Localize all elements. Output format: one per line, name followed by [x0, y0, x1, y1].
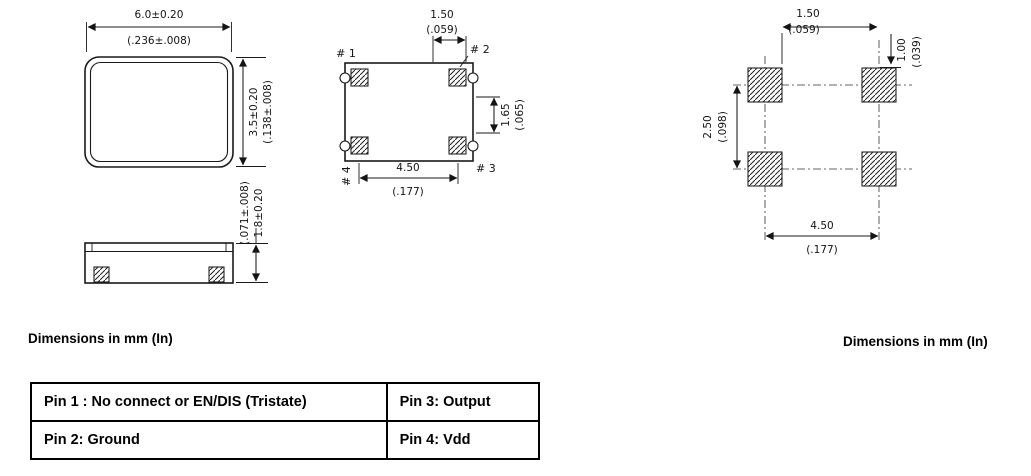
pin1-function-cell: Pin 1 : No connect or EN/DIS (Tristate) [30, 382, 388, 422]
package-top-view: 6.0±0.20 (.236±.008) 3.5±0.20 (.138±.008… [84, 9, 274, 168]
package-thickness-mm-label: 1.8±0.20 [253, 189, 265, 238]
pad-offset-mm-label: 1.50 [430, 9, 453, 21]
dimensions-note-left: Dimensions in mm (In) [28, 331, 173, 346]
side-view-outline [84, 242, 234, 284]
pad-height-in-label: (.065) [514, 99, 526, 131]
land-pad-bottom-left [747, 151, 783, 187]
pin2-function-cell: Pin 2: Ground [30, 420, 388, 460]
dim-pad-pitch: 4.50 (.177) [358, 162, 459, 198]
package-side-view: (.071±.008) 1.8±0.20 [84, 181, 268, 284]
land-col-pitch-mm-label: 4.50 [810, 220, 833, 232]
land-pad-height-mm-label: 1.00 [896, 38, 908, 61]
pad-height-mm-label: 1.65 [500, 103, 512, 126]
pin-2-label: # 2 [470, 43, 490, 56]
pad-offset-in-label: (.059) [426, 24, 458, 36]
pin-1-label: # 1 [336, 47, 356, 60]
castellation-notch [339, 140, 351, 152]
land-pad-top-right [861, 67, 897, 103]
pin-function-table: Pin 1 : No connect or EN/DIS (Tristate) … [30, 382, 541, 460]
land-pad-width-mm-label: 1.50 [796, 8, 819, 20]
dim-package-thickness: (.071±.008) 1.8±0.20 [236, 181, 268, 283]
pin-3-label: # 3 [476, 162, 496, 175]
side-view-left-pad [93, 266, 110, 283]
dim-land-pad-height: 1.00 (.039) [880, 34, 923, 68]
land-row-pitch-mm-label: 2.50 [702, 115, 714, 138]
castellation-notch [467, 140, 479, 152]
dim-pad-offset: 1.50 (.059) [426, 9, 467, 62]
land-row-pitch-in-label: (.098) [717, 111, 729, 143]
land-pattern-view: 1.50 (.059) 1.00 (.039) 2.50 (.098) 4.50… [702, 8, 923, 256]
castellation-notch [467, 72, 479, 84]
dim-pad-height: 1.65 (.065) [476, 96, 526, 134]
package-thickness-in-label: (.071±.008) [239, 181, 251, 245]
dim-package-height: 3.5±0.20 (.138±.008) [236, 57, 274, 167]
pin4-function-cell: Pin 4: Vdd [385, 420, 541, 460]
package-bottom-pad-view: # 1 # 2 # 3 # 4 1.50 (.059) 1.65 (.065) [336, 9, 526, 198]
pin3-function-cell: Pin 3: Output [385, 382, 541, 422]
dim-package-width: 6.0±0.20 (.236±.008) [86, 9, 232, 52]
package-width-mm-label: 6.0±0.20 [135, 9, 184, 21]
land-col-pitch-in-label: (.177) [806, 244, 838, 256]
table-row: Pin 2: Ground Pin 4: Vdd [30, 420, 541, 460]
pad-2 [448, 68, 467, 87]
land-pad-height-in-label: (.039) [911, 36, 923, 68]
pad-pitch-in-label: (.177) [392, 186, 424, 198]
package-width-in-label: (.236±.008) [127, 35, 191, 47]
dim-land-pad-width: 1.50 (.059) [781, 8, 878, 64]
dim-land-row-pitch: 2.50 (.098) [702, 85, 741, 169]
package-lid-outline [89, 61, 229, 163]
pad-pitch-mm-label: 4.50 [396, 162, 419, 174]
package-outline [84, 56, 234, 168]
pad-view-outline [344, 62, 474, 162]
side-view-right-pad [208, 266, 225, 283]
package-height-in-label: (.138±.008) [262, 80, 274, 144]
dimensions-note-right: Dimensions in mm (In) [843, 334, 988, 349]
pad-4 [350, 136, 369, 155]
land-pad-width-in-label: (.059) [788, 24, 820, 36]
package-height-mm-label: 3.5±0.20 [248, 88, 260, 137]
pad-1 [350, 68, 369, 87]
pin-4-label: # 4 [340, 166, 353, 186]
dim-land-col-pitch: 4.50 (.177) [765, 220, 879, 256]
land-pad-bottom-right [861, 151, 897, 187]
pad-3 [448, 136, 467, 155]
mechanical-drawings: 6.0±0.20 (.236±.008) 3.5±0.20 (.138±.008… [84, 8, 923, 284]
land-pad-top-left [747, 67, 783, 103]
table-row: Pin 1 : No connect or EN/DIS (Tristate) … [30, 382, 541, 422]
castellation-notch [339, 72, 351, 84]
